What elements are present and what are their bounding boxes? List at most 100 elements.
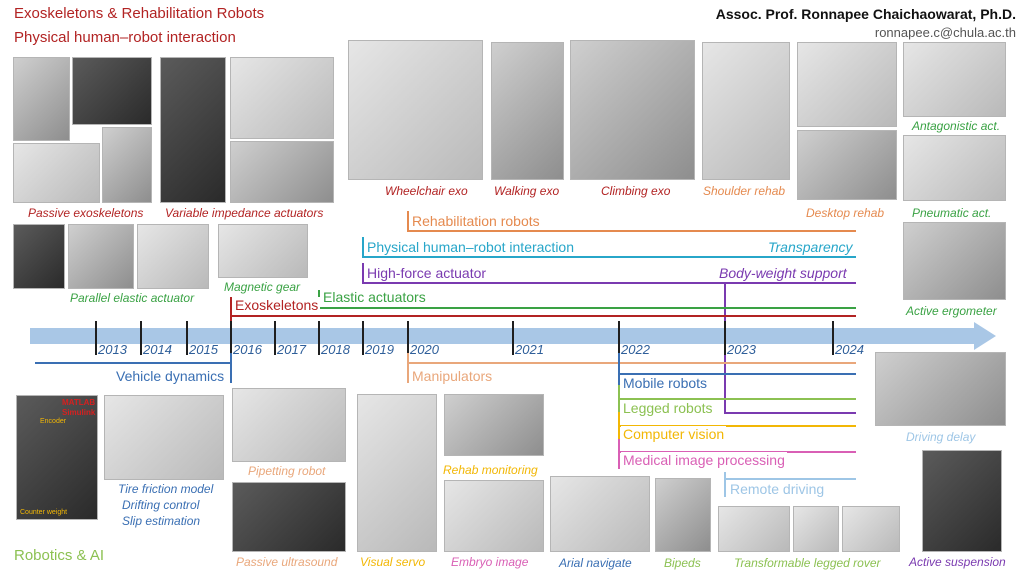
- track-manip-label: Manipulators: [410, 368, 495, 384]
- photo-visual-servo: [357, 394, 437, 552]
- caption-magnetic-gear: Magnetic gear: [224, 280, 301, 294]
- caption-bipeds: Bipeds: [664, 556, 701, 570]
- photo-driving-delay: [875, 352, 1006, 426]
- caption-parallel-elastic-actuator: Parallel elastic actuator: [70, 291, 195, 305]
- photo-shoulder-rehab: [702, 42, 790, 180]
- year-tick-2021: [512, 321, 514, 355]
- track-vehicle-line: [35, 362, 232, 364]
- photo-vsa-3: [230, 141, 334, 203]
- photo-vsa-2: [230, 57, 334, 139]
- track-vision-label: Computer vision: [621, 426, 727, 442]
- track-vision-line: [618, 425, 856, 427]
- caption-visual-servo: Visual servo: [360, 555, 426, 569]
- year-tick-2018: [318, 321, 320, 355]
- track-rehab-line: [407, 230, 856, 232]
- track-transparency-label: Transparency: [766, 239, 855, 255]
- caption-transformable-legged-rover: Transformable legged rover: [734, 556, 881, 570]
- photo-active-suspension: [922, 450, 1002, 552]
- track-phri-label: Physical human–robot interaction: [365, 239, 577, 255]
- photo-pipetting-robot: [232, 388, 346, 462]
- photo-desktop-rehab-1: [797, 42, 897, 127]
- track-mobile-line: [618, 373, 856, 375]
- track-remote-label: Remote driving: [728, 481, 827, 497]
- year-label-2023: 2023: [727, 342, 756, 357]
- caption-variable-impedance-actuators: Variable impedance actuators: [165, 206, 324, 220]
- title-line-1: Exoskeletons & Rehabilitation Robots: [14, 5, 265, 22]
- year-tick-2014: [140, 321, 142, 355]
- photo-parallel-elastic-3: [137, 224, 209, 289]
- photo-rover-3: [842, 506, 900, 552]
- track-vehicle-label: Vehicle dynamics: [114, 368, 227, 384]
- title-line-2: Physical human–robot interaction: [14, 29, 236, 46]
- photo-antagonistic-act: [903, 42, 1006, 117]
- photo-parallel-elastic-2: [68, 224, 134, 289]
- caption-embryo-image: Embryo image: [451, 555, 529, 569]
- track-force-line: [362, 282, 856, 284]
- year-label-2019: 2019: [365, 342, 394, 357]
- track-phri-line: [362, 256, 856, 258]
- track-exo-label: Exoskeletons: [233, 297, 321, 313]
- photo-passive-exo-2: [72, 57, 152, 125]
- track-rehab-label: Rehabilitation robots: [410, 213, 542, 229]
- photo-vehicle-hil: [16, 395, 98, 520]
- photo-label-encoder: Encoder: [40, 418, 67, 425]
- year-label-2018: 2018: [321, 342, 350, 357]
- track-rehab-stem: [407, 211, 409, 231]
- track-remote-stem: [724, 472, 726, 497]
- year-label-2020: 2020: [410, 342, 439, 357]
- caption-rehab-monitoring: Rehab monitoring: [443, 463, 538, 477]
- photo-embryo-image: [444, 480, 544, 552]
- caption-shoulder-rehab: Shoulder rehab: [703, 184, 786, 198]
- caption-wheelchair-exo: Wheelchair exo: [385, 184, 468, 198]
- photo-label-simulink: Simulink: [62, 408, 96, 417]
- photo-vehicle-car: [104, 395, 224, 480]
- year-label-2024: 2024: [835, 342, 864, 357]
- track-legged-line: [618, 398, 856, 400]
- caption-passive-ultrasound: Passive ultrasound: [236, 555, 338, 569]
- year-tick-2024: [832, 321, 834, 355]
- track-bws-lower-line: [724, 412, 856, 414]
- caption-drifting-control: Drifting control: [122, 498, 200, 512]
- caption-climbing-exo: Climbing exo: [601, 184, 671, 198]
- track-force-label: High-force actuator: [365, 265, 489, 281]
- year-label-2017: 2017: [277, 342, 306, 357]
- photo-active-ergometer: [903, 222, 1006, 300]
- photo-pneumatic-act: [903, 135, 1006, 201]
- author-name: Assoc. Prof. Ronnapee Chaichaowarat, Ph.…: [715, 6, 1016, 22]
- track-medical-stem: [618, 439, 620, 469]
- track-legged-label: Legged robots: [621, 400, 715, 416]
- caption-active-suspension: Active suspension: [909, 555, 1006, 569]
- photo-passive-exo-4: [102, 127, 152, 203]
- track-elastic-label: Elastic actuators: [321, 289, 428, 305]
- photo-desktop-rehab-2: [797, 130, 897, 200]
- year-label-2016: 2016: [233, 342, 262, 357]
- year-label-2021: 2021: [515, 342, 544, 357]
- track-mobile-stem: [618, 353, 620, 388]
- caption-desktop-rehab: Desktop rehab: [806, 206, 885, 220]
- track-exo-line: [230, 315, 856, 317]
- track-remote-line: [724, 478, 856, 480]
- track-manip-stem: [407, 353, 409, 383]
- year-tick-2013: [95, 321, 97, 355]
- track-medical-label: Medical image processing: [621, 452, 787, 468]
- caption-tire-friction: Tire friction model: [118, 482, 214, 496]
- year-tick-2020: [407, 321, 409, 355]
- photo-label-counter-weight: Counter weight: [20, 509, 68, 516]
- track-exo-stem: [230, 297, 232, 323]
- caption-pipetting-robot: Pipetting robot: [248, 464, 326, 478]
- author-email[interactable]: ronnapee.c@chula.ac.th: [874, 25, 1016, 40]
- track-phri-stem: [362, 237, 364, 257]
- year-label-2013: 2013: [98, 342, 127, 357]
- year-label-2015: 2015: [189, 342, 218, 357]
- photo-rover-1: [718, 506, 790, 552]
- photo-wheelchair-exo: [348, 40, 483, 180]
- photo-parallel-elastic-1: [13, 224, 65, 289]
- year-tick-2015: [186, 321, 188, 355]
- year-tick-2019: [362, 321, 364, 355]
- photo-bipeds: [655, 478, 711, 552]
- track-force-stem: [362, 263, 364, 283]
- track-elastic-line: [318, 307, 856, 309]
- track-legged-stem: [618, 385, 620, 415]
- caption-slip-estimation: Slip estimation: [122, 514, 201, 528]
- track-manip-line: [407, 362, 856, 364]
